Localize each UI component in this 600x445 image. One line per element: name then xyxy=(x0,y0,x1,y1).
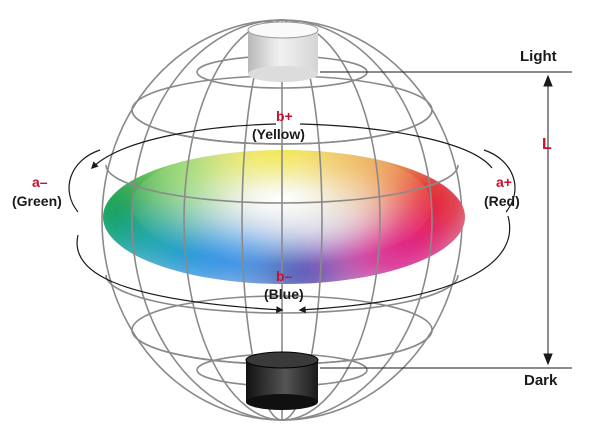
b-minus-label: b– xyxy=(276,268,293,284)
a-plus-label: a+ xyxy=(496,174,512,190)
green-label: (Green) xyxy=(12,193,62,209)
yellow-label: (Yellow) xyxy=(252,126,305,142)
rotation-arrows xyxy=(68,123,516,314)
white-cylinder-icon xyxy=(247,21,319,82)
a-minus-label: a– xyxy=(32,174,48,190)
lightness-axis-label: L xyxy=(542,136,552,153)
lightness-axis xyxy=(320,71,572,369)
blue-label: (Blue) xyxy=(264,286,304,302)
light-label: Light xyxy=(520,48,557,65)
b-plus-label: b+ xyxy=(276,108,293,124)
dark-label: Dark xyxy=(524,372,558,389)
black-cylinder-icon xyxy=(245,351,319,410)
red-label: (Red) xyxy=(484,193,520,209)
